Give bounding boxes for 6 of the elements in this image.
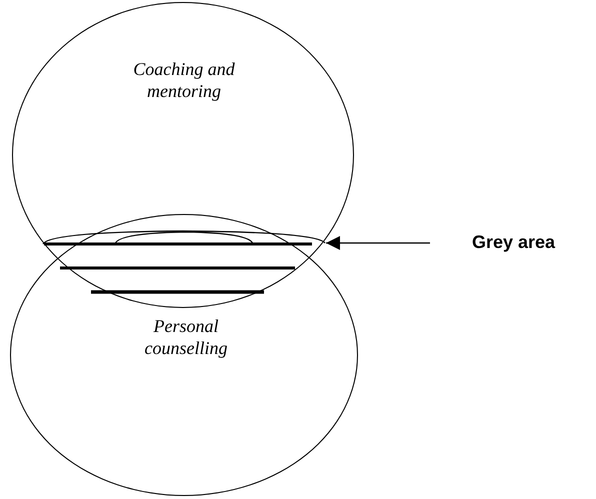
circle [10,214,358,496]
circle-label: Personal counselling [144,315,228,359]
annotation-label: Grey area [472,232,556,253]
circle-label: Coaching and mentoring [132,58,236,102]
circle [12,2,354,308]
leader-arrow [326,236,430,250]
